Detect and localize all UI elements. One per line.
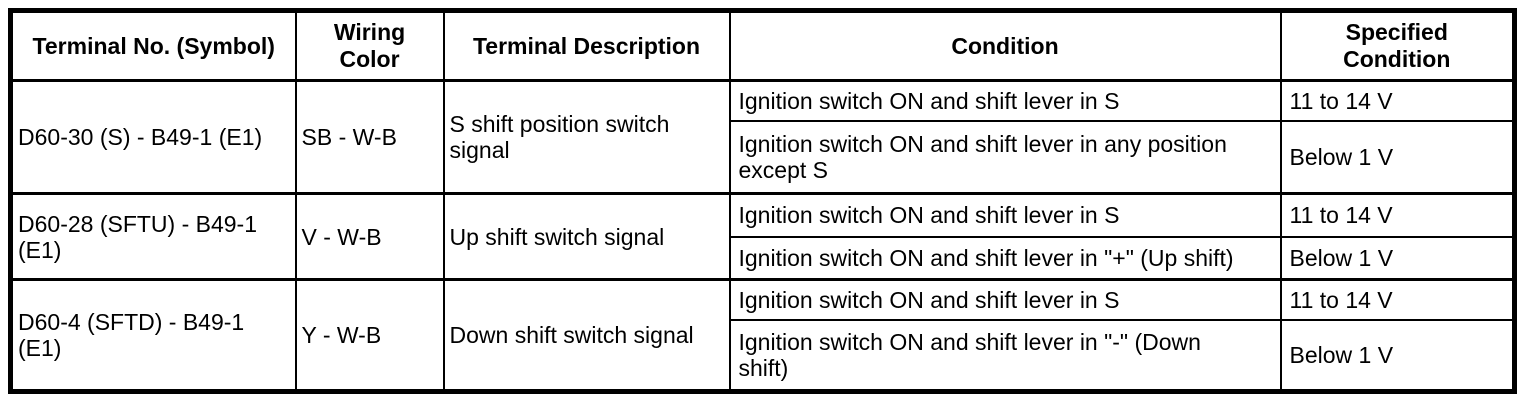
table-row: Ignition switch ON and shift lever in an… <box>11 119 1516 195</box>
wiring-color-cell: V - W-B <box>294 192 445 281</box>
header-terminal-no-label: Terminal No. (Symbol) <box>32 32 275 59</box>
terminal-cell: D60-4 (SFTD) - B49-1 (E1) <box>9 278 297 393</box>
specified-condition-cell: Below 1 V <box>1279 235 1516 281</box>
header-specified-condition-label: Specified Condition <box>1343 19 1451 72</box>
header-terminal-description: Terminal Description <box>442 9 731 82</box>
terminal-cell: D60-30 (S) - B49-1 (E1) <box>9 79 297 195</box>
header-wiring-color-label: Wiring Color <box>333 19 406 72</box>
terminal-cell: D60-28 (SFTU) - B49-1 (E1) <box>9 192 297 281</box>
header-terminal-no: Terminal No. (Symbol) <box>9 9 297 82</box>
condition-cell: Ignition switch ON and shift lever in "+… <box>728 235 1282 281</box>
specified-condition-cell: Below 1 V <box>1279 318 1516 393</box>
header-wiring-color: Wiring Color <box>294 9 445 82</box>
terminal-specification-table: Terminal No. (Symbol) Wiring Color Termi… <box>8 8 1517 394</box>
specified-condition-cell: Below 1 V <box>1279 119 1516 195</box>
terminal-description-cell: Down shift switch signal <box>442 278 731 393</box>
table-row: D60-4 (SFTD) - B49-1 (E1) Y - W-B Down s… <box>9 278 1516 393</box>
header-specified-condition: Specified Condition <box>1279 9 1516 82</box>
specified-condition-cell: 11 to 14 V <box>1279 192 1516 238</box>
terminal-description-cell: S shift position switch signal <box>442 79 731 195</box>
condition-cell: Ignition switch ON and shift lever in S <box>728 79 1282 122</box>
header-row: Terminal No. (Symbol) Wiring Color Termi… <box>9 9 1516 82</box>
specified-condition-cell: 11 to 14 V <box>1279 278 1516 321</box>
table-row: Ignition switch ON and shift lever in "-… <box>11 318 1516 393</box>
condition-cell: Ignition switch ON and shift lever in S <box>728 278 1282 321</box>
header-condition-label: Condition <box>951 32 1059 59</box>
specified-condition-cell: 11 to 14 V <box>1279 79 1516 122</box>
table-row: D60-28 (SFTU) - B49-1 (E1) V - W-B Up sh… <box>9 192 1516 281</box>
condition-cell: Ignition switch ON and shift lever in S <box>728 192 1282 238</box>
wiring-color-cell: Y - W-B <box>294 278 445 393</box>
condition-cell: Ignition switch ON and shift lever in an… <box>728 119 1282 195</box>
header-condition: Condition <box>728 9 1282 82</box>
condition-cell: Ignition switch ON and shift lever in "-… <box>728 318 1282 393</box>
header-terminal-description-label: Terminal Description <box>472 32 701 59</box>
table-row: Ignition switch ON and shift lever in "+… <box>11 235 1516 281</box>
wiring-color-cell: SB - W-B <box>294 79 445 195</box>
terminal-description-cell: Up shift switch signal <box>442 192 731 281</box>
table-row: D60-30 (S) - B49-1 (E1) SB - W-B S shift… <box>9 79 1516 195</box>
